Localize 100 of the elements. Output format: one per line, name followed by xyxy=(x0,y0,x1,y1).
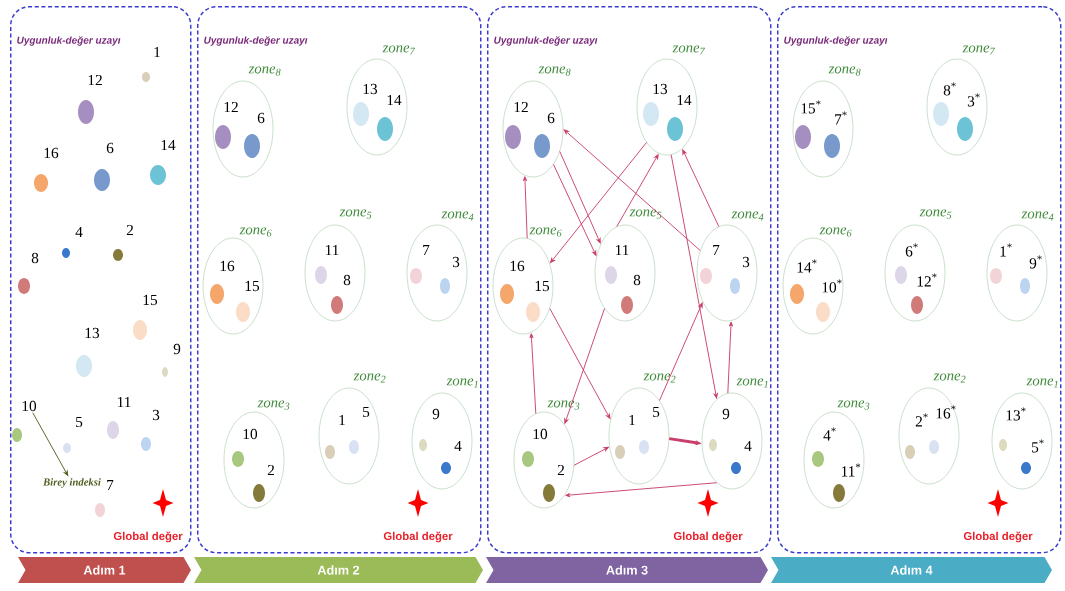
arrow xyxy=(522,176,528,239)
zone-label: zone$_{4}$ xyxy=(731,211,764,221)
individual-number: 15 xyxy=(143,294,158,306)
zone-label: zone$_{3}$ xyxy=(837,400,870,410)
individual-number: 16 xyxy=(220,260,235,272)
arrow xyxy=(564,308,605,424)
individual-number: 5 xyxy=(76,416,83,428)
zone-label: zone$_{6}$ xyxy=(529,227,562,237)
individual-number: 16 xyxy=(44,147,59,159)
individual-number: 6 xyxy=(257,112,265,124)
individual-number: 5 xyxy=(363,406,370,418)
individual-number: 1 xyxy=(339,414,345,426)
space-title: Uygunluk-değer uzayı xyxy=(204,36,308,46)
individual-number: 8 xyxy=(343,274,351,286)
global-label: Global değer xyxy=(673,531,743,543)
individual-number: 1$^{*}$ xyxy=(1000,243,1012,257)
zone-label: zone$_{6}$ xyxy=(239,227,272,237)
arrow xyxy=(565,482,718,498)
individual-number: 12 xyxy=(514,101,528,113)
individual-number: 3 xyxy=(152,409,160,421)
zone-label: zone$_{6}$ xyxy=(819,227,852,237)
individual-number: 11 xyxy=(325,244,339,256)
individual-number: 15$^{*}$ xyxy=(801,100,821,114)
individual-number: 12$^{*}$ xyxy=(917,273,937,287)
space-title: Uygunluk-değer uzayı xyxy=(494,36,598,46)
individual-number: 4 xyxy=(75,226,83,238)
individual-number: 12 xyxy=(224,101,238,113)
individual-number: 14 xyxy=(387,94,402,106)
zone-label: zone$_{2}$ xyxy=(933,373,966,383)
individual-number: 14$^{*}$ xyxy=(797,259,817,273)
zone-label: zone$_{8}$ xyxy=(248,66,281,76)
individual-number: 8 xyxy=(31,252,39,264)
individual-number: 1 xyxy=(154,46,160,58)
individual-number: 10 xyxy=(533,428,548,440)
zone-label: zone$_{2}$ xyxy=(643,373,676,383)
individual-number: 13 xyxy=(653,83,668,95)
zone-label: zone$_{1}$ xyxy=(446,378,478,388)
global-label: Global değer xyxy=(113,531,183,543)
individual-number: 4$^{*}$ xyxy=(823,427,836,441)
individual-number: 7 xyxy=(423,245,430,255)
individual-number: 14 xyxy=(677,94,692,106)
arrow xyxy=(659,302,703,401)
individual-number: 9 xyxy=(173,343,181,355)
individual-number: 3 xyxy=(452,256,460,268)
individual-number: 7$^{*}$ xyxy=(835,111,847,125)
individual-number: 16 xyxy=(510,260,525,272)
individual-number: 3$^{*}$ xyxy=(967,93,980,107)
zone-label: zone$_{7}$ xyxy=(672,45,705,55)
space-title: Uygunluk-değer uzayı xyxy=(784,36,888,46)
individual-number: 15 xyxy=(535,280,550,292)
individual-number: 6 xyxy=(547,112,555,124)
arrow xyxy=(670,154,718,399)
individual-number: 13 xyxy=(363,83,378,95)
individual-number: 2 xyxy=(126,224,133,236)
individual-number: 4 xyxy=(744,440,752,452)
global-label: Global değer xyxy=(963,531,1033,543)
individual-number: 2 xyxy=(267,464,274,476)
individual-number: 13$^{*}$ xyxy=(1006,407,1026,421)
arrow xyxy=(529,333,537,414)
individual-number: 5$^{*}$ xyxy=(1032,439,1044,453)
zone-label: zone$_{1}$ xyxy=(1026,378,1058,388)
zone-label: zone$_{7}$ xyxy=(382,45,416,55)
zone-label: zone$_{4}$ xyxy=(1021,211,1054,221)
zone-label: zone$_{5}$ xyxy=(629,209,662,219)
individual-number: 7 xyxy=(713,245,720,255)
step-banner: Adım 1 xyxy=(18,557,191,583)
space-title: Uygunluk-değer uzayı xyxy=(17,36,121,46)
zone-label: zone$_{7}$ xyxy=(962,45,995,55)
individual-number: 8$^{*}$ xyxy=(943,82,956,96)
zone-label: zone$_{4}$ xyxy=(441,211,474,221)
individual-number: 6 xyxy=(106,142,114,154)
zone-label: zone$_{8}$ xyxy=(538,66,571,76)
individual-number: 10 xyxy=(243,428,258,440)
global-label: Global değer xyxy=(383,531,453,543)
individual-number: 14 xyxy=(161,139,176,151)
individual-number: 1 xyxy=(629,414,635,426)
arrow xyxy=(553,164,597,256)
individual-number: 8 xyxy=(633,274,641,286)
individual-number: 5 xyxy=(653,406,660,418)
arrow xyxy=(32,412,69,476)
individual-number: 11 xyxy=(117,396,131,408)
zone-label: zone$_{1}$ xyxy=(736,378,768,388)
arrow xyxy=(573,446,609,466)
individual-number: 9 xyxy=(432,408,440,420)
individual-number: 10 xyxy=(22,400,37,412)
individual-number: 12 xyxy=(88,74,102,86)
zone-label: zone$_{3}$ xyxy=(257,400,290,410)
individual-number: 2$^{*}$ xyxy=(915,413,928,427)
individual-number: 7 xyxy=(107,480,114,490)
arrow xyxy=(549,308,611,419)
arrow xyxy=(727,321,733,394)
individual-number: 9 xyxy=(722,408,730,420)
arrow xyxy=(616,154,659,227)
individual-number: 4 xyxy=(454,440,462,452)
arrow xyxy=(682,149,720,227)
arrow xyxy=(563,129,701,251)
index-label: Birey indeksi xyxy=(43,478,101,488)
individual-number: 13 xyxy=(85,327,100,339)
individual-number: 10$^{*}$ xyxy=(822,279,842,293)
arrow xyxy=(550,142,647,263)
